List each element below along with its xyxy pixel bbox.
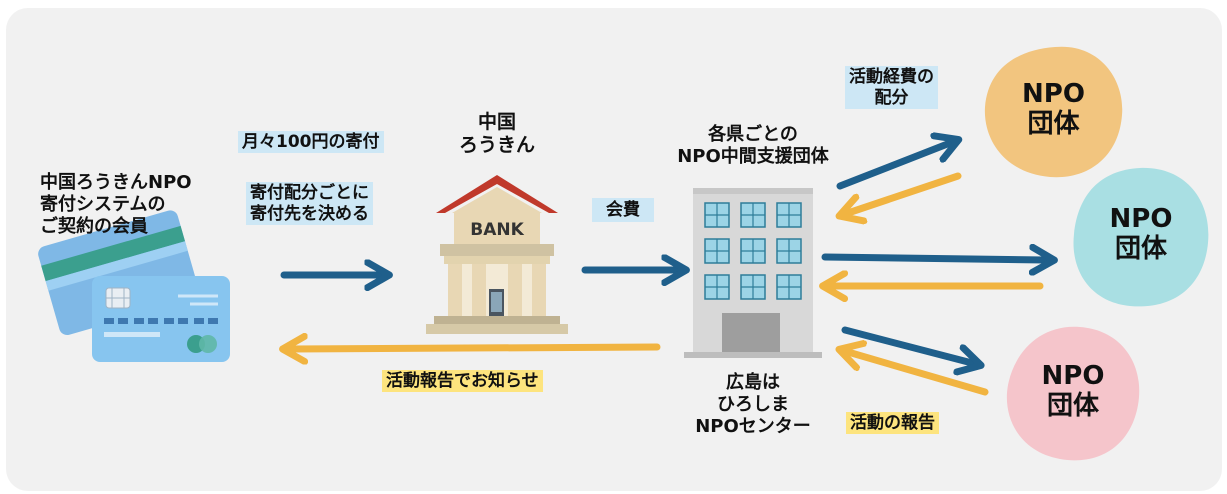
bank-sign-label: BANK bbox=[470, 220, 524, 240]
arrow-support-to-npo2 bbox=[821, 257, 1045, 260]
activity-report-notice-label: 活動報告でお知らせ bbox=[382, 370, 543, 392]
monthly-donation-label: 月々100円の寄付 bbox=[238, 131, 384, 153]
hiroshima-center-label: 広島は ひろしま NPOセンター bbox=[695, 372, 811, 437]
npo-blob-3 bbox=[1006, 326, 1140, 461]
arrow-report-to-member bbox=[292, 347, 661, 349]
bank-label: 中国 ろうきん bbox=[458, 111, 535, 157]
activity-expense-label: 活動経費の 配分 bbox=[845, 66, 938, 110]
activity-report-label: 活動の報告 bbox=[846, 412, 939, 434]
npo-group-3-label: NPO 団体 bbox=[1041, 361, 1105, 421]
arrow-support-to-npo3 bbox=[841, 326, 972, 363]
office-building-icon bbox=[684, 188, 822, 358]
membership-fee-label: 会費 bbox=[592, 198, 654, 222]
npo-group-2-label: NPO 団体 bbox=[1109, 204, 1173, 264]
arrow-npo1-to-support bbox=[848, 172, 962, 213]
support-group-label: 各県ごとの NPO中間支援団体 bbox=[677, 124, 829, 167]
donation-allocation-label: 寄付配分ごとに 寄付先を決める bbox=[246, 182, 373, 226]
member-label: 中国ろうきんNPO 寄付システムの ご契約の会員 bbox=[40, 172, 192, 237]
arrow-npo3-to-support bbox=[848, 352, 989, 396]
npo-group-1-label: NPO 団体 bbox=[1022, 79, 1085, 139]
npo-blob-1 bbox=[984, 46, 1123, 178]
bank-building-icon bbox=[426, 175, 568, 334]
npo-blob-2 bbox=[1073, 167, 1209, 307]
arrow-support-to-npo1 bbox=[836, 143, 950, 190]
credit-cards-icon bbox=[38, 210, 230, 362]
